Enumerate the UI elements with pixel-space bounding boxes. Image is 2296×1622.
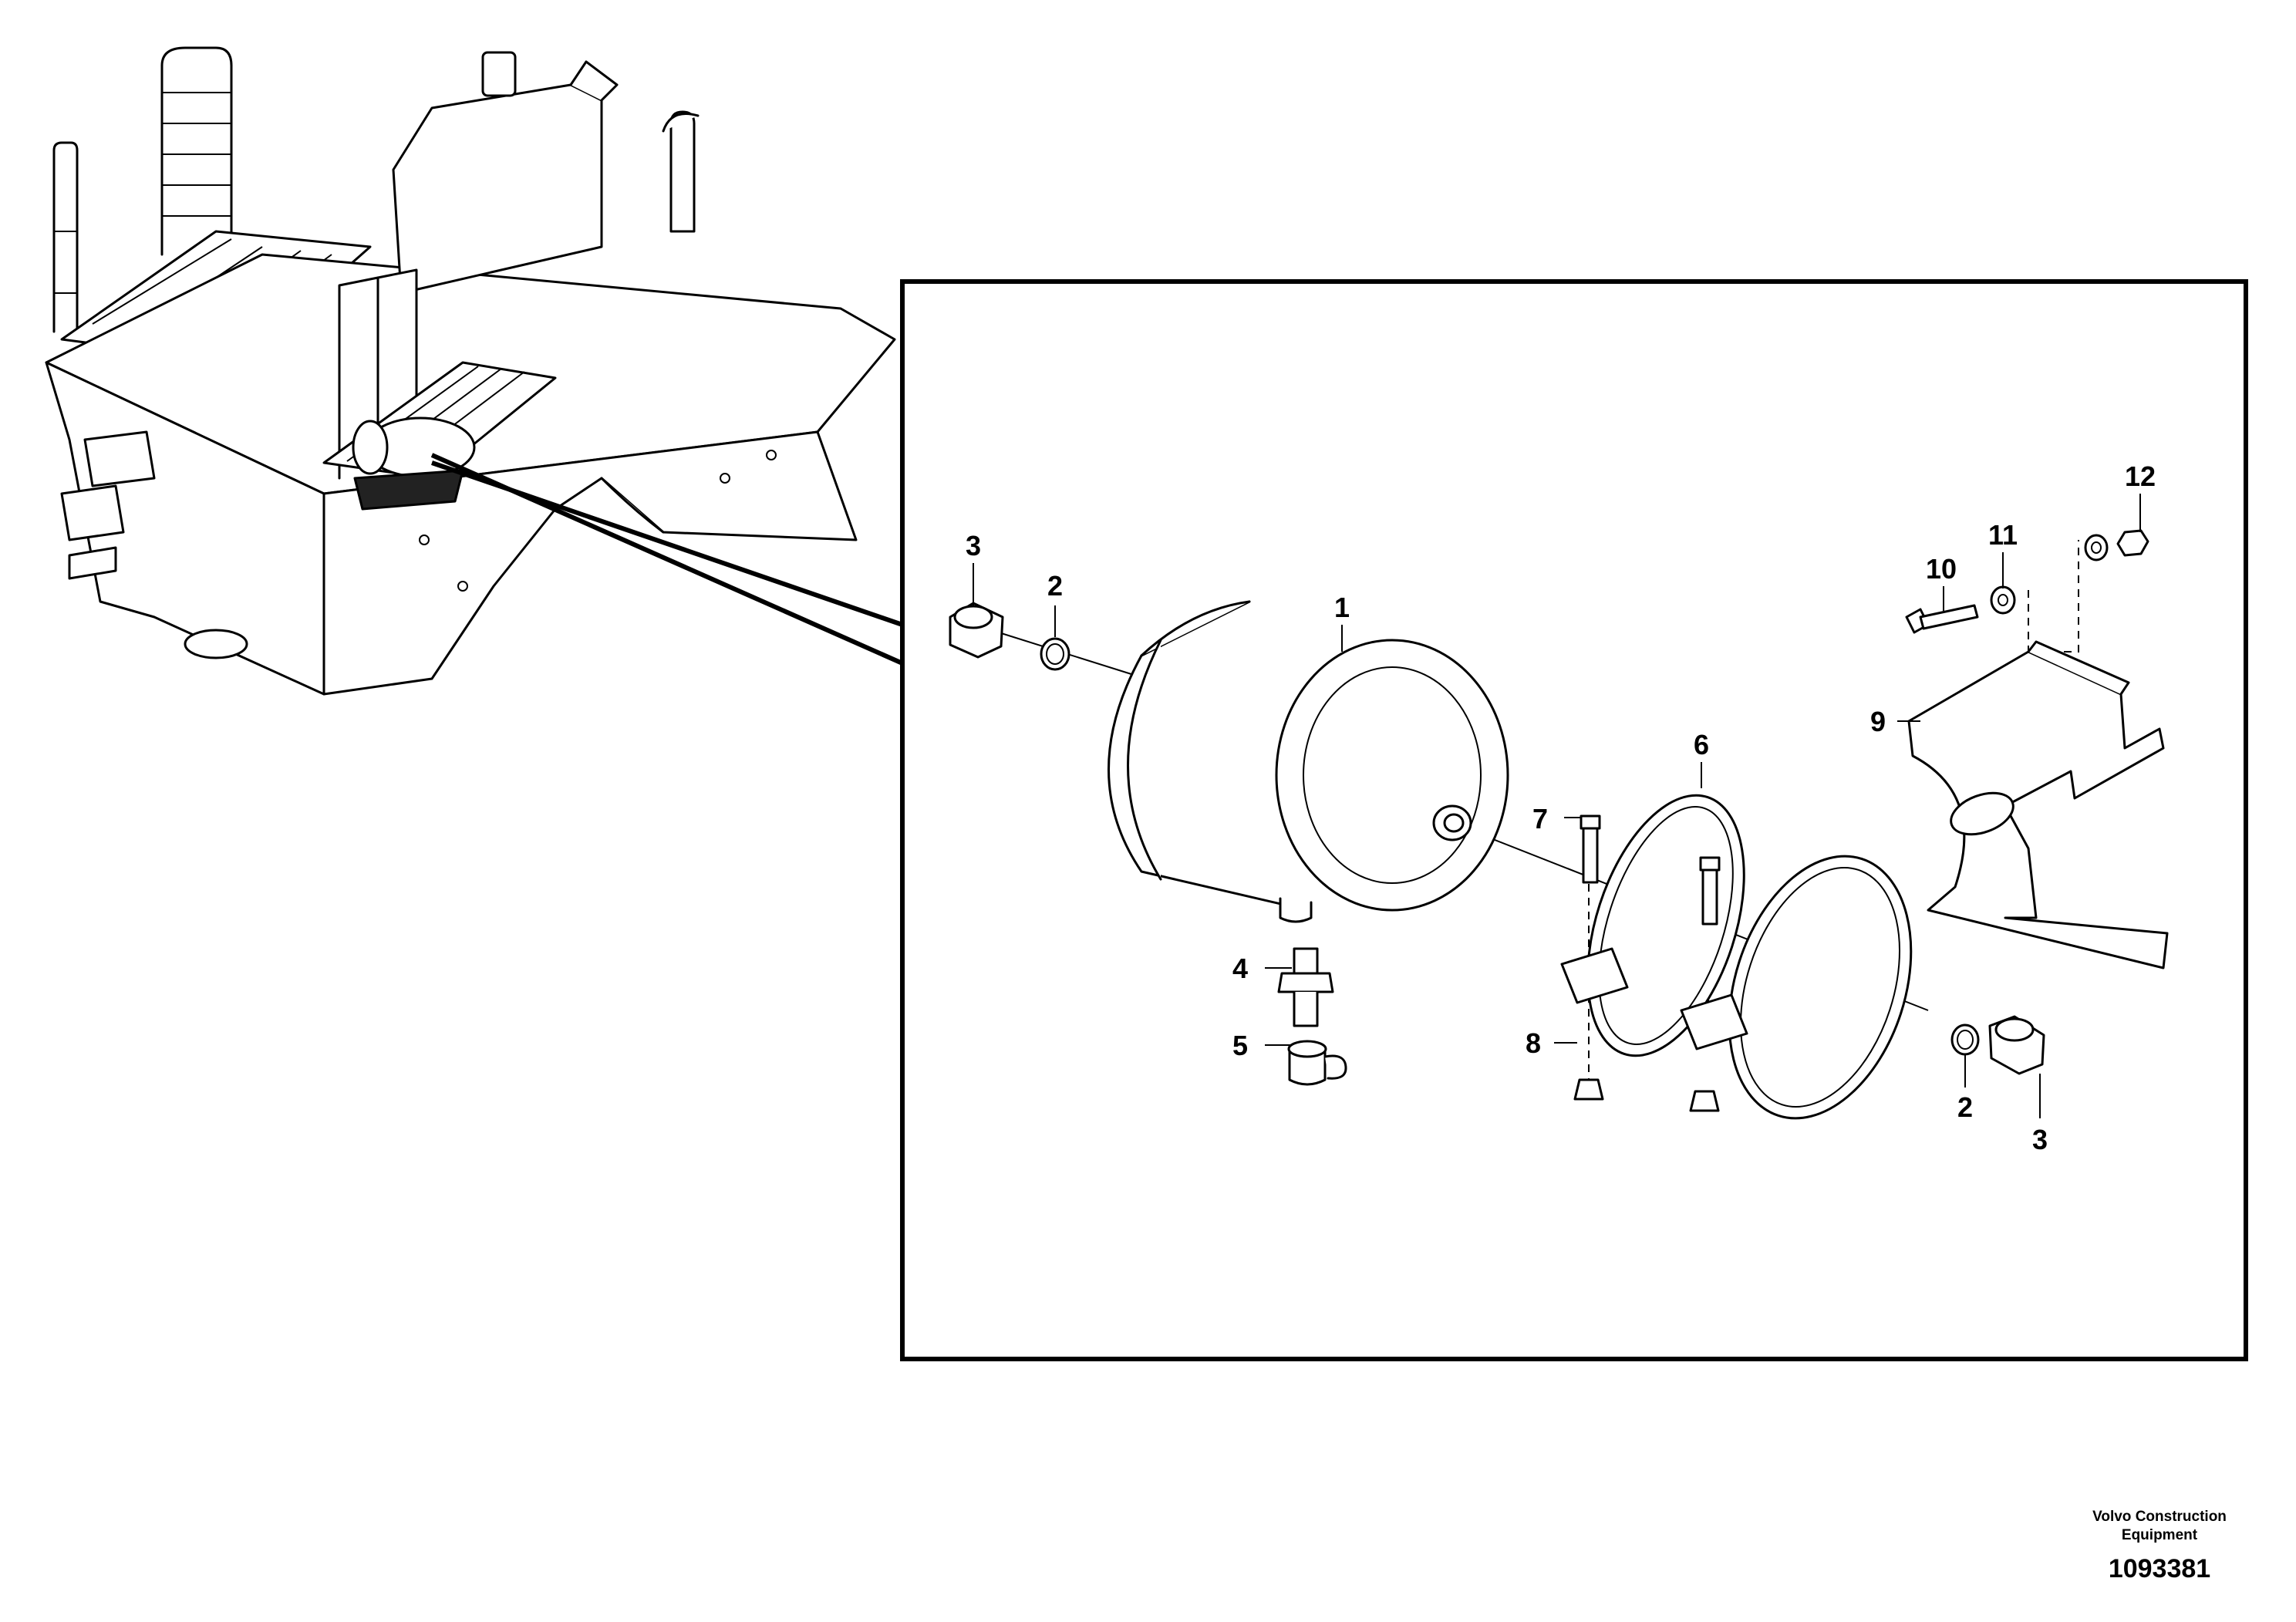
label-part-2-right: 2 xyxy=(1957,1091,1973,1123)
label-part-4: 4 xyxy=(1232,953,1248,984)
label-part-11: 11 xyxy=(1988,519,2018,551)
flange-nuts xyxy=(1573,1078,1720,1112)
o-ring-right xyxy=(1950,1023,1980,1056)
label-part-8: 8 xyxy=(1526,1027,1541,1059)
label-part-1: 1 xyxy=(1334,592,1350,623)
machine-frame-overview xyxy=(45,46,904,696)
dust-cap xyxy=(1287,1040,1347,1086)
label-part-12: 12 xyxy=(2125,460,2156,492)
o-ring-left xyxy=(1040,637,1070,671)
drain-valve xyxy=(1277,947,1334,1027)
washer-and-nut xyxy=(2084,529,2149,561)
plug-left xyxy=(949,602,1004,659)
label-part-6: 6 xyxy=(1694,729,1709,760)
strap-bolts xyxy=(1580,814,1721,926)
bracket-bolt xyxy=(1905,604,1979,634)
label-part-2-left: 2 xyxy=(1047,570,1063,602)
label-part-7: 7 xyxy=(1532,803,1548,835)
detail-frame xyxy=(900,279,2248,1361)
air-tank xyxy=(1108,600,1509,923)
label-part-3-left: 3 xyxy=(966,530,981,561)
mounting-straps xyxy=(1560,794,1913,1120)
plug-right xyxy=(1988,1015,2045,1075)
manufacturer-credit-line2: Equipment xyxy=(2121,1527,2198,1543)
label-part-3-right: 3 xyxy=(2032,1124,2048,1155)
manufacturer-credit-line1: Volvo Construction xyxy=(2092,1509,2227,1525)
tank-bracket xyxy=(1907,640,2169,969)
label-part-10: 10 xyxy=(1926,553,1957,585)
label-part-5: 5 xyxy=(1232,1030,1248,1061)
drawing-number: 1093381 xyxy=(2108,1554,2211,1583)
bracket-washer xyxy=(1990,585,2016,615)
label-part-9: 9 xyxy=(1870,706,1886,737)
